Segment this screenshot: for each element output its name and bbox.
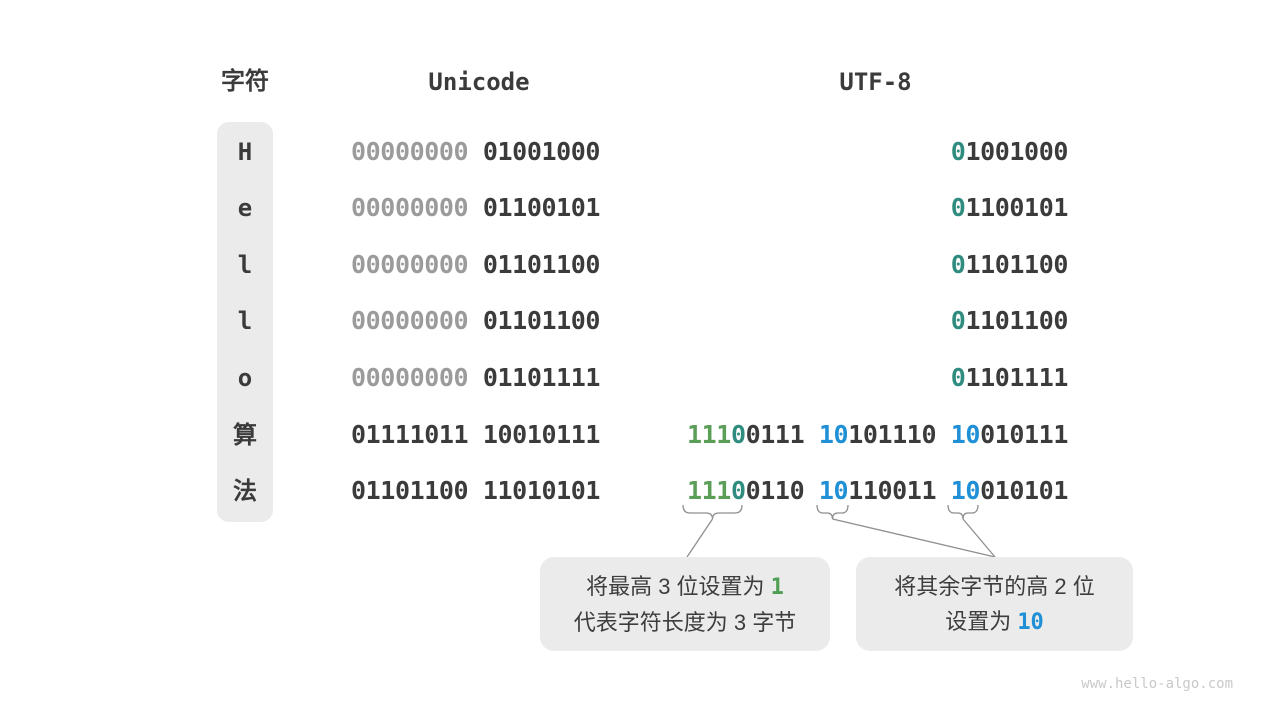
unicode-value: 01101100 11010101 xyxy=(351,476,600,506)
unicode-leading-zeros: 00000000 xyxy=(351,193,483,222)
utf8-continuation-bits: 10 xyxy=(950,420,981,449)
utf8-payload-bits: 1001000 xyxy=(965,137,1068,166)
unicode-bits: 01001000 xyxy=(482,137,601,166)
utf8-first-bit: 0 xyxy=(730,476,746,505)
unicode-bits: 01101100 xyxy=(482,306,601,335)
utf8-header-bits: 111 xyxy=(687,476,731,505)
row-char: 算 xyxy=(233,421,257,449)
utf8-first-bit: 0 xyxy=(950,193,966,222)
callout-highlight-blue: 10 xyxy=(1017,609,1044,635)
unicode-value: 00000000 01101100 xyxy=(351,250,600,280)
row-char: e xyxy=(237,194,253,222)
unicode-bits: 01101100 xyxy=(482,250,601,279)
header-utf8-column: UTF-8 xyxy=(839,68,912,96)
utf8-value: 01101100 xyxy=(950,306,1069,336)
unicode-value: 00000000 01101100 xyxy=(351,306,600,336)
utf8-continuation-bits: 10 xyxy=(818,476,849,505)
utf8-value: 11100111 10101110 10010111 xyxy=(687,420,1068,450)
row-char: l xyxy=(237,307,253,335)
unicode-leading-zeros: 00000000 xyxy=(351,137,483,166)
utf8-value: 01101111 xyxy=(950,363,1069,393)
utf8-value: 01101100 xyxy=(950,250,1069,280)
row-char: l xyxy=(237,251,253,279)
utf8-first-bit: 0 xyxy=(950,363,966,392)
unicode-bits: 01101100 11010101 xyxy=(351,476,601,505)
callout-continuation-bits: 将其余字节的高 2 位 设置为 10 xyxy=(856,557,1133,651)
underbrace-continuation-byte3 xyxy=(947,504,979,520)
header-character-column: 字符 xyxy=(221,68,269,95)
utf8-continuation-bits: 10 xyxy=(950,476,981,505)
callout-line: 将其余字节的高 2 位 xyxy=(894,573,1095,599)
header-unicode-column: Unicode xyxy=(428,68,530,96)
row-char: o xyxy=(237,364,253,392)
utf8-first-bit: 0 xyxy=(730,420,746,449)
utf8-first-bit: 0 xyxy=(950,306,966,335)
utf8-payload-bits: 0111 xyxy=(745,420,819,449)
connector-line-header-callout xyxy=(686,518,714,558)
utf8-payload-bits: 1101100 xyxy=(965,306,1068,335)
utf8-payload-bits: 0110 xyxy=(745,476,819,505)
utf8-value: 11100110 10110011 10010101 xyxy=(687,476,1068,506)
unicode-bits: 01100101 xyxy=(482,193,601,222)
utf8-payload-bits: 1100101 xyxy=(965,193,1068,222)
utf8-continuation-bits: 10 xyxy=(818,420,849,449)
unicode-bits: 01101111 xyxy=(482,363,601,392)
callout-text: 设置为 xyxy=(945,608,1018,634)
unicode-bits: 01111011 10010111 xyxy=(351,420,601,449)
watermark-url: www.hello-algo.com xyxy=(1081,676,1233,692)
callout-header-bits: 将最高 3 位设置为 1 代表字符长度为 3 字节 xyxy=(540,557,830,651)
utf8-value: 01100101 xyxy=(950,193,1069,223)
unicode-leading-zeros: 00000000 xyxy=(351,250,483,279)
unicode-value: 00000000 01101111 xyxy=(351,363,600,393)
unicode-value: 01111011 10010111 xyxy=(351,420,600,450)
connector-line-byte3-callout xyxy=(962,518,996,558)
utf8-header-bits: 111 xyxy=(687,420,731,449)
character-column-background xyxy=(217,122,273,522)
unicode-value: 00000000 01001000 xyxy=(351,137,600,167)
utf8-value: 01001000 xyxy=(950,137,1069,167)
utf8-payload-bits: 010101 xyxy=(980,476,1068,505)
underbrace-continuation-byte2 xyxy=(816,504,849,520)
utf8-payload-bits: 110011 xyxy=(848,476,951,505)
utf8-payload-bits: 1101111 xyxy=(965,363,1068,392)
unicode-value: 00000000 01100101 xyxy=(351,193,600,223)
callout-line: 将最高 3 位设置为 1 xyxy=(540,569,830,605)
utf8-payload-bits: 1101100 xyxy=(965,250,1068,279)
callout-text: 将最高 3 位设置为 xyxy=(586,573,771,599)
callout-line: 设置为 10 xyxy=(856,604,1133,640)
row-char: H xyxy=(237,138,253,166)
underbrace-header-bits xyxy=(682,504,743,520)
row-char: 法 xyxy=(233,477,257,505)
utf8-payload-bits: 010111 xyxy=(980,420,1068,449)
callout-highlight-green: 1 xyxy=(770,574,784,600)
callout-line: 代表字符长度为 3 字节 xyxy=(573,609,797,635)
unicode-leading-zeros: 00000000 xyxy=(351,306,483,335)
utf8-payload-bits: 101110 xyxy=(848,420,951,449)
unicode-leading-zeros: 00000000 xyxy=(351,363,483,392)
utf8-first-bit: 0 xyxy=(950,137,966,166)
utf8-first-bit: 0 xyxy=(950,250,966,279)
connector-line-byte2-callout xyxy=(832,518,996,558)
